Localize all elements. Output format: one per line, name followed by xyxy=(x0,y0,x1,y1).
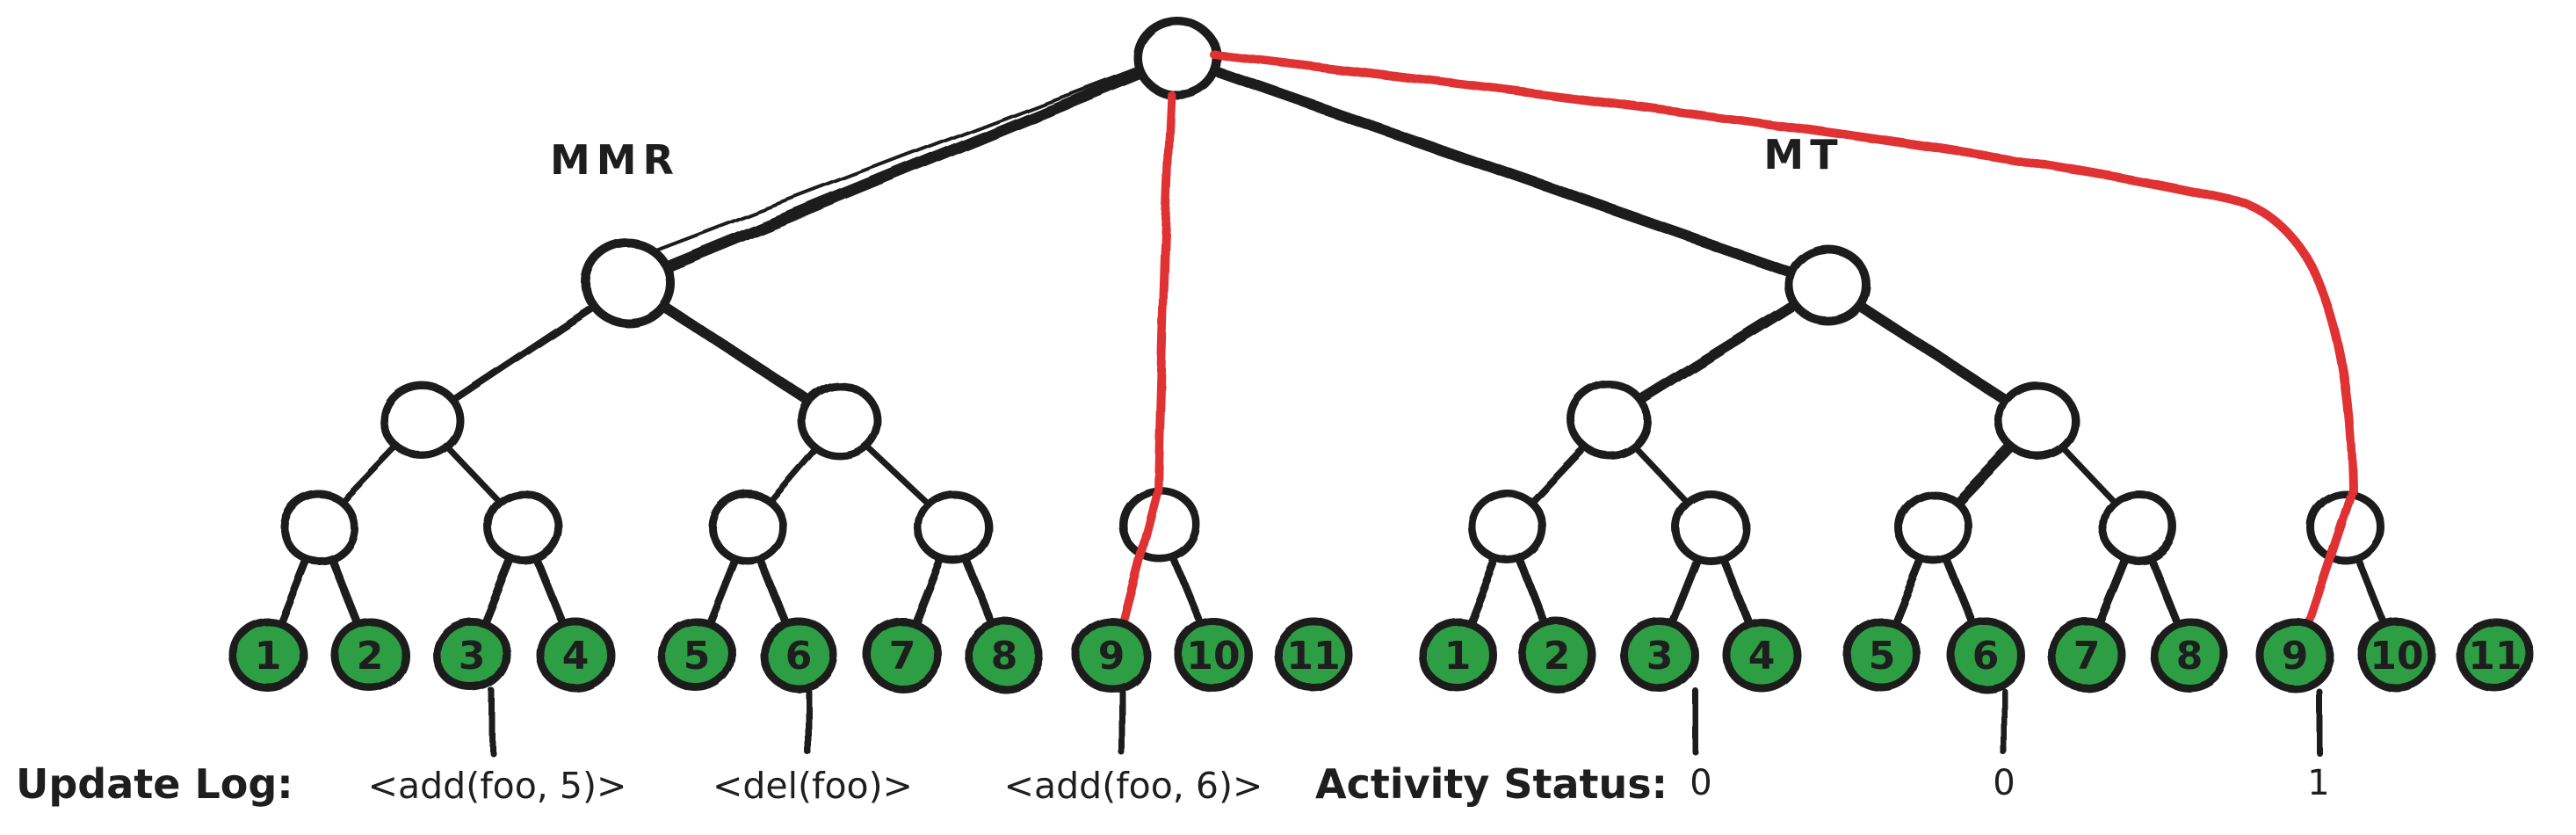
mmr-leaf-1-label: 1 xyxy=(255,634,282,679)
mt-leaf-3 xyxy=(1620,617,1699,693)
mt-tree-label: MT xyxy=(1763,131,1843,178)
mmr-leaf-3-label: 3 xyxy=(459,634,486,679)
mt-internal-node-l2a xyxy=(1567,381,1652,460)
mt-leaf-2 xyxy=(1517,617,1596,693)
mt-internal-node-top xyxy=(1784,244,1870,325)
mt-leaf-3-label: 3 xyxy=(1646,634,1674,679)
mt-leaf-8 xyxy=(2150,617,2229,693)
edge-root-mmr-echo xyxy=(633,62,1151,260)
update-log-entry-1: <add(foo, 5)> xyxy=(368,765,627,807)
mmr-internal-node-p12 xyxy=(279,490,358,565)
mt-leaf-6-label: 6 xyxy=(1972,634,2000,679)
root-node xyxy=(1133,17,1221,99)
mmr-internal-node-p56 xyxy=(708,490,787,565)
mt-leaf-5 xyxy=(1842,617,1921,693)
mmr-leaf-3 xyxy=(432,617,511,693)
mmr-internal-node-p910 xyxy=(1118,486,1201,563)
mt-leaf-9-label: 9 xyxy=(2282,634,2309,679)
activity-status-label: Activity Status: xyxy=(1315,760,1668,808)
mmr-leaf-9-label: 9 xyxy=(1098,634,1125,679)
mmr-leaf-9 xyxy=(1072,617,1151,693)
edge-root-mmr xyxy=(622,52,1183,289)
activity-status-value-3: 1 xyxy=(2307,763,2329,803)
mt-leaf-7-label: 7 xyxy=(2073,634,2101,679)
mt-edge-top-l2a xyxy=(1604,280,1833,425)
mt-leaf-5-label: 5 xyxy=(1869,634,1896,679)
mmr-leaf-10-label: 10 xyxy=(1186,634,1240,679)
update-log-label: Update Log: xyxy=(16,760,293,808)
mmr-leaf-7-label: 7 xyxy=(889,634,916,679)
mt-leaf-6 xyxy=(1946,617,2025,693)
mmr-leaf-8 xyxy=(965,617,1044,693)
mmr-leaf-1 xyxy=(228,617,308,693)
mt-internal-node-p12 xyxy=(1468,490,1547,565)
mmr-leaf-2-label: 2 xyxy=(357,634,384,679)
activity-status-value-1: 0 xyxy=(1690,763,1711,803)
mt-leaf-10-label: 10 xyxy=(2370,634,2423,679)
mt-leaf-8-label: 8 xyxy=(2176,634,2203,679)
mmr-leaf-6-label: 6 xyxy=(785,634,813,679)
activity-status-value-2: 0 xyxy=(1993,763,2015,803)
mt-internal-node-p34 xyxy=(1671,490,1750,565)
mmr-leaf-5-label: 5 xyxy=(684,634,711,679)
mmr-internal-node-top xyxy=(582,239,675,327)
edge-root-mt xyxy=(1172,53,1833,290)
mmr-leaf-5 xyxy=(657,617,736,693)
mmr-internal-node-p34 xyxy=(484,490,563,565)
mt-internal-node-p78 xyxy=(2099,490,2178,565)
mt-leaf-9 xyxy=(2255,617,2334,693)
mmr-internal-node-l2a xyxy=(380,381,464,460)
update-log-entry-3: <add(foo, 6)> xyxy=(1004,765,1263,807)
mt-leaf-10 xyxy=(2357,617,2436,693)
mt-leaf-4 xyxy=(1722,617,1801,693)
mt-leaf-11 xyxy=(2456,617,2535,693)
mmr-tree-label: MMR xyxy=(550,136,680,184)
red-link-mmr xyxy=(1113,91,1176,650)
mmr-internal-node-p78 xyxy=(914,490,993,565)
mt-leaf-7 xyxy=(2047,617,2126,693)
mt-internal-node-p56 xyxy=(1894,490,1973,565)
mmr-leaf-4-label: 4 xyxy=(562,634,590,679)
update-log-entry-2: <del(foo)> xyxy=(713,765,913,807)
mt-internal-node-p910 xyxy=(2306,490,2385,565)
mt-leaf-1-label: 1 xyxy=(1444,634,1472,679)
mmr-internal-node-l2b xyxy=(797,381,881,460)
red-link-mt xyxy=(1210,50,2358,648)
mmr-leaf-6 xyxy=(759,617,838,693)
mmr-leaf-7 xyxy=(863,617,942,693)
mmr-leaf-2 xyxy=(330,617,409,693)
mmr-leaf-4 xyxy=(536,617,615,693)
mmr-leaf-8-label: 8 xyxy=(991,634,1018,679)
mmr-leaf-10 xyxy=(1174,617,1253,693)
mt-leaf-1 xyxy=(1418,617,1497,693)
mt-internal-node-l2b xyxy=(1994,381,2079,460)
mmr-leaf-11 xyxy=(1274,617,1353,693)
mt-leaf-11-label: 11 xyxy=(2468,634,2522,679)
mmr-leaf-11-label: 11 xyxy=(1286,634,1340,679)
mt-leaf-4-label: 4 xyxy=(1748,634,1776,679)
mt-leaf-2-label: 2 xyxy=(1544,634,1571,679)
